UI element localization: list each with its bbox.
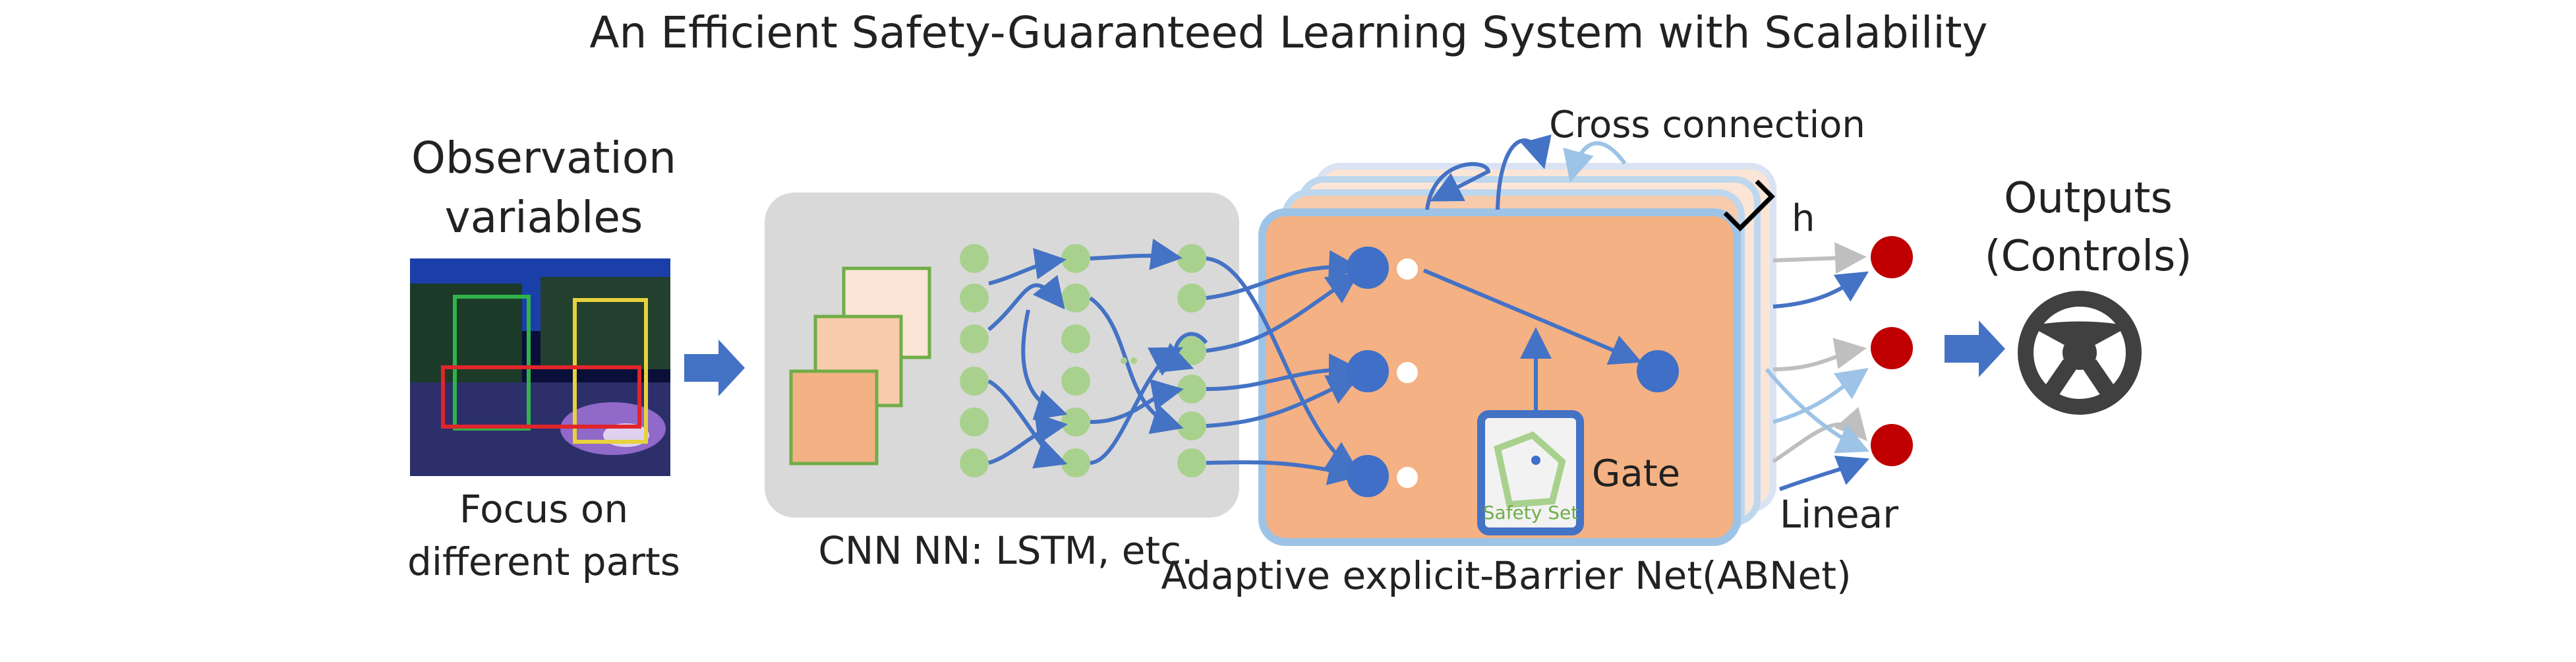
steering-wheel-icon bbox=[2018, 291, 2142, 415]
outputs-heading-line2: (Controls) bbox=[1985, 232, 2192, 281]
input-arrow bbox=[684, 340, 745, 396]
gate-label: Gate bbox=[1592, 452, 1680, 495]
cross-connection-arrows bbox=[1425, 134, 1627, 210]
nn-connections bbox=[987, 238, 1208, 469]
diagram-title: An Efficient Safety-Guaranteed Learning … bbox=[589, 7, 1987, 58]
output-arrow bbox=[1945, 320, 2005, 377]
h-bracket bbox=[1723, 179, 1775, 231]
nn-layer-2 bbox=[1061, 244, 1090, 477]
abnet-name-label: Adaptive explicit-Barrier Net(ABNet) bbox=[1161, 553, 1851, 598]
abnet-nodes bbox=[1347, 247, 1679, 497]
cnn-feature-maps bbox=[789, 266, 931, 466]
nn-minor-dots bbox=[1121, 357, 1137, 364]
h-label: h bbox=[1792, 197, 1815, 240]
nn-label: NN: LSTM, etc. bbox=[914, 528, 1194, 573]
output-nodes bbox=[1871, 236, 1913, 466]
outputs-heading-line1: Outputs bbox=[2004, 174, 2173, 223]
observation-heading-line2: variables bbox=[445, 192, 643, 243]
observation-caption-line1: Focus on bbox=[459, 487, 628, 531]
linear-label: Linear bbox=[1780, 492, 1898, 537]
abnet-input-connections bbox=[1206, 250, 1361, 485]
safety-set-label: Safety Set bbox=[1483, 502, 1578, 524]
abnet-internal-arrows bbox=[1422, 268, 1643, 414]
cross-connection-label: Cross connection bbox=[1549, 104, 1865, 146]
observation-image bbox=[410, 258, 670, 476]
nn-layer-1 bbox=[960, 244, 989, 477]
observation-heading-line1: Observation bbox=[411, 133, 676, 183]
safety-gate bbox=[1477, 410, 1584, 535]
output-connections bbox=[1765, 242, 1870, 491]
cnn-label: CNN bbox=[818, 528, 902, 573]
observation-caption-line2: different parts bbox=[407, 539, 680, 584]
